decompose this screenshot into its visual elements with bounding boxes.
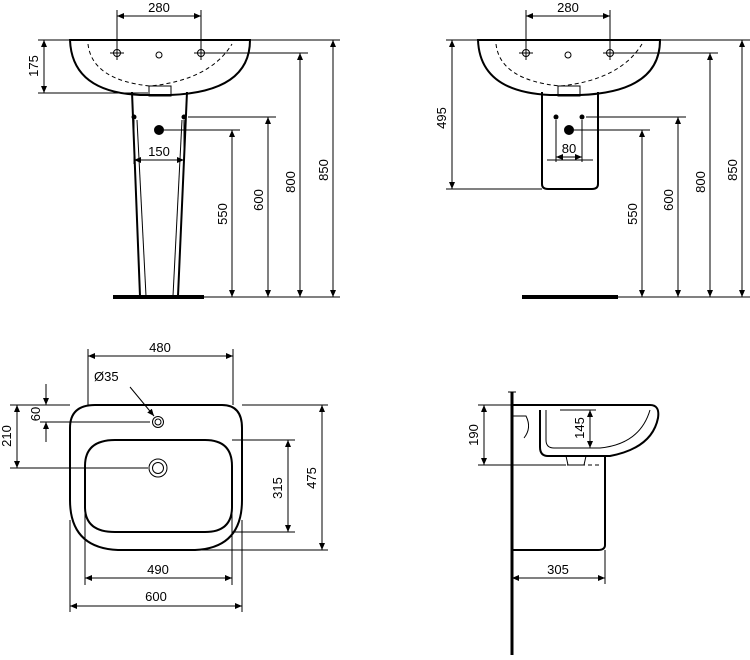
basin-outline	[476, 39, 662, 96]
plan-view: 480 Ø35 60 210 315 475 490 600	[0, 340, 328, 612]
supply-dot-right	[181, 114, 187, 120]
basin-section	[512, 404, 660, 457]
dim-semi-height: 495	[434, 107, 449, 129]
dim-waste-spacing: 80	[562, 141, 576, 156]
dim-basin-height: 190	[466, 424, 481, 446]
dim-overall-width: 600	[145, 589, 167, 604]
pedestal-outline	[131, 91, 188, 297]
dim-basin-height: 175	[26, 55, 41, 77]
supply-dot-left	[131, 114, 137, 120]
pedestal-inner-right	[172, 119, 183, 297]
tap-hole	[152, 416, 164, 428]
basin-bowl-outline	[84, 439, 233, 533]
dim-tap-holes: 280	[148, 0, 170, 15]
side-view: 190 145 305	[466, 391, 660, 655]
overflow-hole	[564, 51, 572, 59]
waste-fitting	[557, 85, 581, 97]
tap-hole-left	[519, 46, 533, 60]
overflow-hole	[155, 51, 163, 59]
dim-waste-550: 550	[215, 203, 230, 225]
tap-hole-right	[194, 46, 208, 60]
dim-waste-550: 550	[625, 203, 640, 225]
dim-bowl-height: 145	[572, 417, 587, 439]
dim-bowl-depth: 315	[270, 477, 285, 499]
dim-waste-spacing: 150	[148, 144, 170, 159]
waste-fitting	[148, 85, 172, 97]
tap-hole-left	[110, 46, 124, 60]
supply-dot-left	[553, 114, 559, 120]
dim-tap-hole-dia: Ø35	[94, 369, 119, 384]
basin-inner-dashed	[87, 43, 233, 87]
dim-inner-width: 490	[147, 562, 169, 577]
dim-waste-offset: 210	[0, 425, 14, 447]
pedestal-inner-left	[136, 119, 147, 297]
dim-tap-span: 480	[149, 340, 171, 355]
dim-tap-offset: 60	[28, 407, 43, 421]
basin-section-inner	[545, 409, 651, 449]
dim-rim-800: 800	[693, 171, 708, 193]
supply-dot-right	[579, 114, 585, 120]
dim-rim-800: 800	[283, 171, 298, 193]
dim-top-850: 850	[725, 159, 740, 181]
front-pedestal-view: 280 175 150 550 600 800 850	[26, 0, 340, 299]
dim-top-850: 850	[316, 159, 331, 181]
dim-overall-depth: 475	[304, 467, 319, 489]
waste-pipe-dot	[154, 125, 164, 135]
waste-outlet	[148, 458, 168, 478]
semi-pedestal-section	[512, 456, 606, 551]
semi-pedestal-outline	[541, 92, 599, 190]
front-semi-pedestal-view: 280 495 80 550 600 800 850	[434, 0, 750, 299]
dim-projection: 305	[547, 562, 569, 577]
basin-outline	[68, 39, 252, 96]
tap-hole-right	[603, 46, 617, 60]
waste-trap	[565, 455, 587, 466]
dim-waste-600: 600	[661, 189, 676, 211]
dim-tap-holes: 280	[557, 0, 579, 15]
waste-pipe-dot	[564, 125, 574, 135]
basin-inner-dashed	[495, 43, 643, 87]
basin-back-lip	[512, 415, 530, 439]
dim-waste-600: 600	[251, 189, 266, 211]
